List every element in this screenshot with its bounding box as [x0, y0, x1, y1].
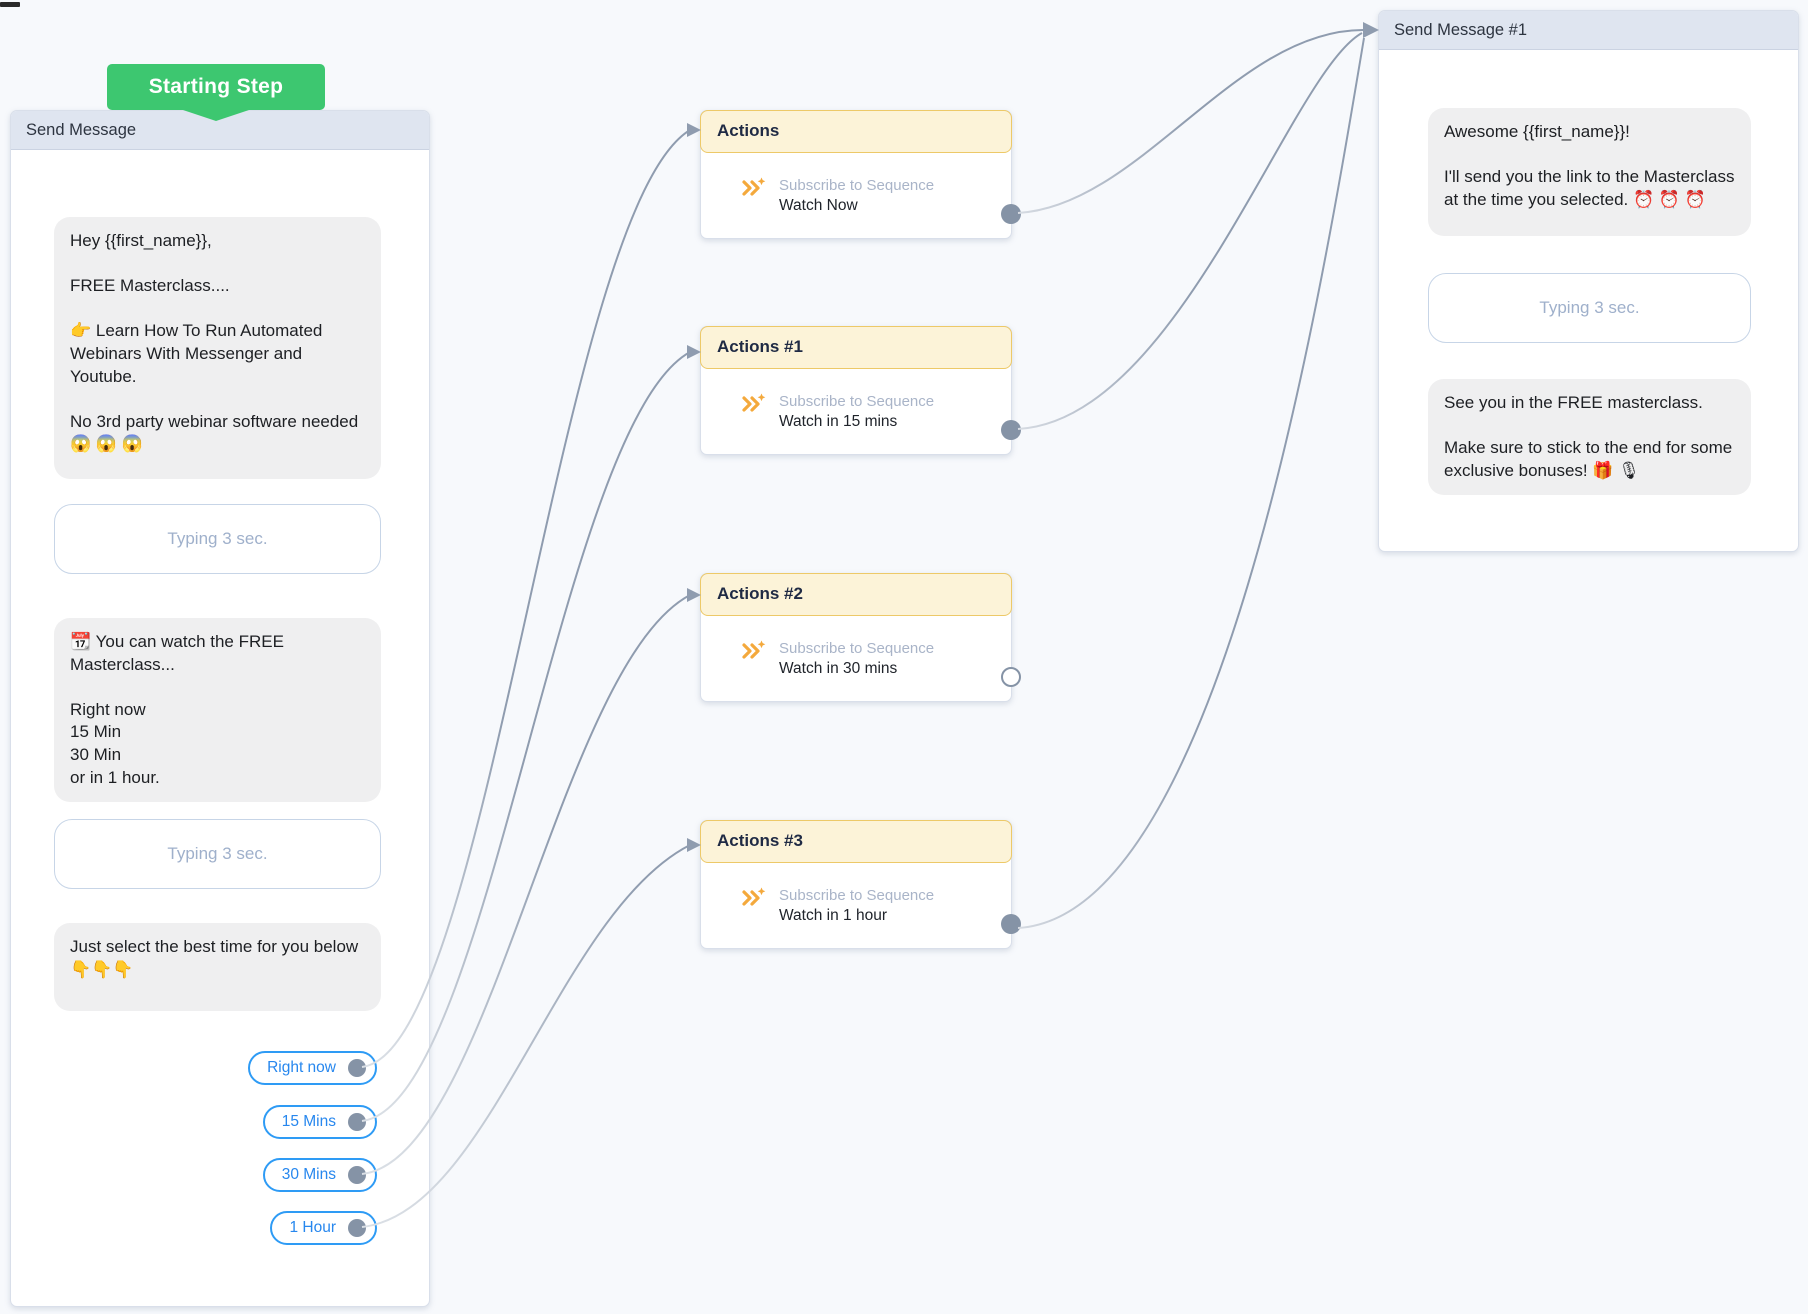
node-title: Send Message #1 [1394, 21, 1528, 39]
quick-reply-label: 15 Mins [281, 1113, 336, 1130]
node-title: Actions #3 [717, 831, 803, 850]
action-type-label: Subscribe to Sequence [779, 177, 935, 194]
node-title: Actions #1 [717, 337, 803, 356]
actions-node[interactable]: Actions #3 Subscribe to Sequence Watch i… [700, 820, 1021, 949]
quick-reply-right-now[interactable]: Right now [248, 1051, 377, 1085]
typing-label: Typing 3 sec. [167, 529, 268, 548]
action-value: Watch in 15 mins [779, 413, 898, 430]
quick-reply-label: 30 Mins [281, 1166, 336, 1183]
actions-node[interactable]: Actions #2 Subscribe to Sequence Watch i… [700, 573, 1021, 702]
message-bubble[interactable]: Awesome {{first_name}}! I'll send you th… [1428, 108, 1751, 236]
subscribe-to-sequence-action[interactable]: Subscribe to Sequence Watch in 1 hour [741, 887, 934, 925]
typing-label: Typing 3 sec. [167, 844, 268, 863]
connection-handle[interactable] [348, 1166, 366, 1184]
typing-delay-block[interactable]: Typing 3 sec. [54, 819, 381, 889]
quick-reply-1-hour[interactable]: 1 Hour [270, 1211, 377, 1245]
node-header[interactable]: Actions #1 [700, 326, 1012, 369]
corner-artifact [0, 2, 20, 7]
message-bubble[interactable]: 📆 You can watch the FREE Masterclass... … [54, 618, 381, 803]
action-value: Watch in 1 hour [779, 907, 887, 924]
actions-node[interactable]: Actions Subscribe to Sequence Watch Now [700, 110, 1021, 239]
send-message-node[interactable]: Send Message Hey {{first_name}}, FREE Ma… [10, 110, 430, 1307]
connection-handle[interactable] [348, 1113, 366, 1131]
node-title: Actions #2 [717, 584, 803, 603]
typing-delay-block[interactable]: Typing 3 sec. [1428, 273, 1751, 343]
action-value: Watch Now [779, 197, 858, 214]
node-header[interactable]: Actions [700, 110, 1012, 153]
connection-handle[interactable] [1001, 420, 1021, 440]
message-bubble[interactable]: See you in the FREE masterclass. Make su… [1428, 379, 1751, 496]
subscribe-to-sequence-action[interactable]: Subscribe to Sequence Watch in 15 mins [741, 393, 934, 431]
subscribe-to-sequence-action[interactable]: Subscribe to Sequence Watch in 30 mins [741, 640, 934, 678]
action-type-label: Subscribe to Sequence [779, 393, 935, 410]
actions-node[interactable]: Actions #1 Subscribe to Sequence Watch i… [700, 326, 1021, 455]
connection-handle[interactable] [1001, 204, 1021, 224]
starting-step-badge: Starting Step [107, 64, 325, 110]
subscribe-to-sequence-action[interactable]: Subscribe to Sequence Watch Now [741, 177, 934, 215]
sequence-icon [742, 177, 766, 196]
sequence-icon [742, 640, 766, 659]
node-title: Actions [717, 121, 780, 140]
action-type-label: Subscribe to Sequence [779, 887, 935, 904]
connection-handle[interactable] [1001, 667, 1021, 687]
node-header[interactable]: Actions #2 [700, 573, 1012, 616]
sequence-icon [742, 393, 766, 412]
connection-handle[interactable] [1001, 914, 1021, 934]
node-header[interactable]: Send Message #1 [1379, 11, 1798, 50]
send-message-1-node[interactable]: Send Message #1 Awesome {{first_name}}! … [1378, 10, 1799, 552]
typing-label: Typing 3 sec. [1539, 298, 1640, 317]
sequence-icon [742, 887, 766, 906]
message-bubble[interactable]: Just select the best time for you below … [54, 923, 381, 1011]
quick-reply-15-mins[interactable]: 15 Mins [262, 1105, 377, 1139]
node-header[interactable]: Actions #3 [700, 820, 1012, 863]
connection-handle[interactable] [348, 1219, 366, 1237]
typing-delay-block[interactable]: Typing 3 sec. [54, 504, 381, 574]
quick-reply-label: 1 Hour [289, 1219, 336, 1236]
connection-handle[interactable] [348, 1059, 366, 1077]
starting-step-label: Starting Step [148, 75, 284, 98]
quick-reply-30-mins[interactable]: 30 Mins [262, 1158, 377, 1192]
node-title: Send Message [26, 121, 137, 139]
message-bubble[interactable]: Hey {{first_name}}, FREE Masterclass....… [54, 217, 381, 479]
action-value: Watch in 30 mins [779, 660, 898, 677]
quick-reply-label: Right now [267, 1059, 336, 1076]
action-type-label: Subscribe to Sequence [779, 640, 935, 657]
